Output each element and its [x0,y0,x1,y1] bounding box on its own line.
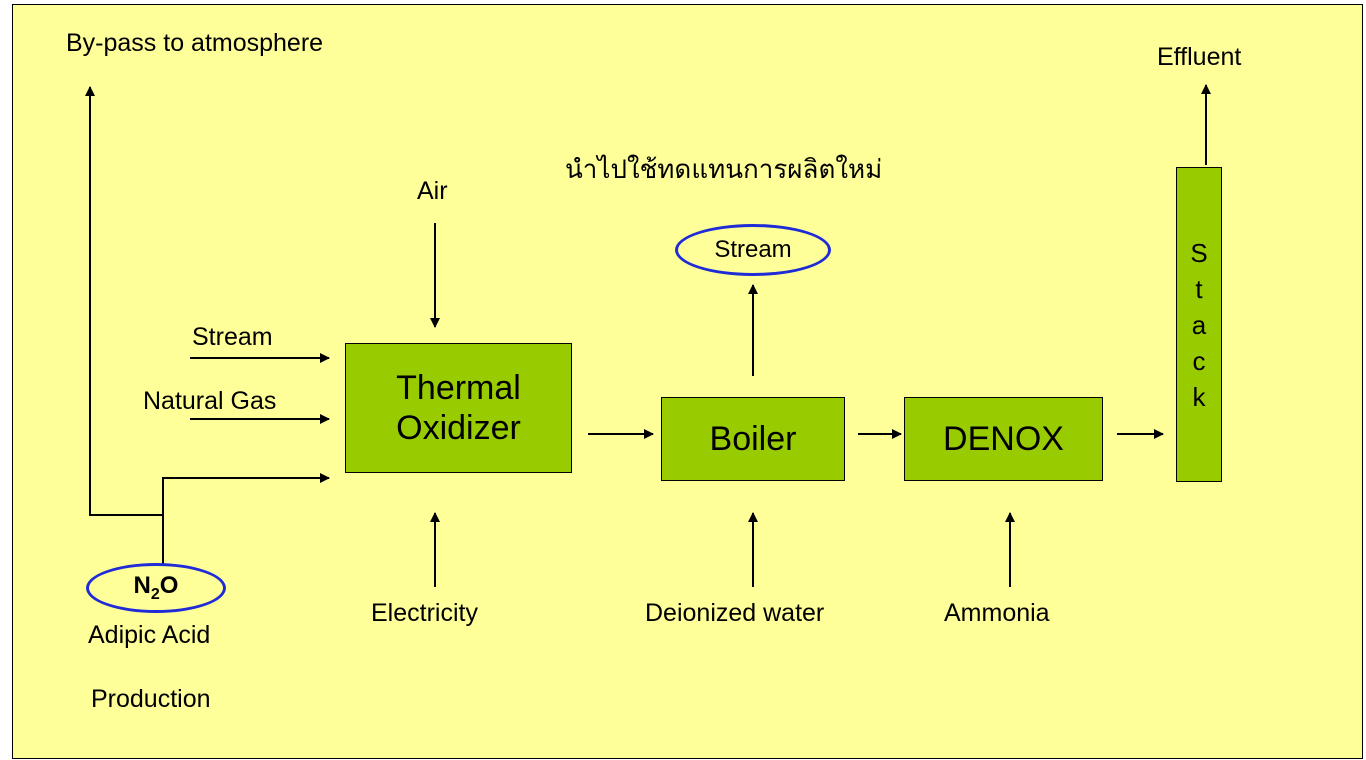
process-flow-diagram: By-pass to atmosphere Effluent นำไปใช้ทด… [12,4,1363,759]
n2o-oval: N2O [86,563,226,613]
stream-output-text: Stream [714,236,792,263]
stack-box: S t a c k [1176,167,1222,482]
bypass-label: By-pass to atmosphere [66,29,324,57]
connector-layer [85,84,1211,587]
stream-input-label: Stream [192,323,273,351]
denox-box: DENOX [904,397,1103,481]
thermal-oxidizer-text: Thermal Oxidizer [396,368,521,447]
boiler-box: Boiler [661,397,845,481]
electricity-label: Electricity [371,599,478,627]
effluent-label: Effluent [1157,43,1242,71]
natural-gas-label: Natural Gas [143,387,277,415]
thermal-oxidizer-box: Thermal Oxidizer [345,343,572,473]
ammonia-label: Ammonia [944,599,1050,627]
production-label: Production [91,685,211,713]
stream-output-oval: Stream [675,224,831,276]
n2o-formula: N2O [134,572,179,604]
n2o-subscript: 2 [150,585,160,603]
n2o-o: O [159,572,179,600]
air-label: Air [417,177,448,205]
bypass-line [85,86,163,516]
boiler-text: Boiler [709,419,797,458]
n2o-feed-line [162,473,330,565]
denox-text: DENOX [943,419,1064,458]
n2o-n: N [133,572,151,600]
stack-text: S t a c k [1190,237,1208,412]
adipic-acid-label: Adipic Acid [88,621,211,649]
thai-note-label: นำไปใช้ทดแทนการผลิตใหม่ [565,155,883,185]
deionized-water-label: Deionized water [645,599,825,627]
